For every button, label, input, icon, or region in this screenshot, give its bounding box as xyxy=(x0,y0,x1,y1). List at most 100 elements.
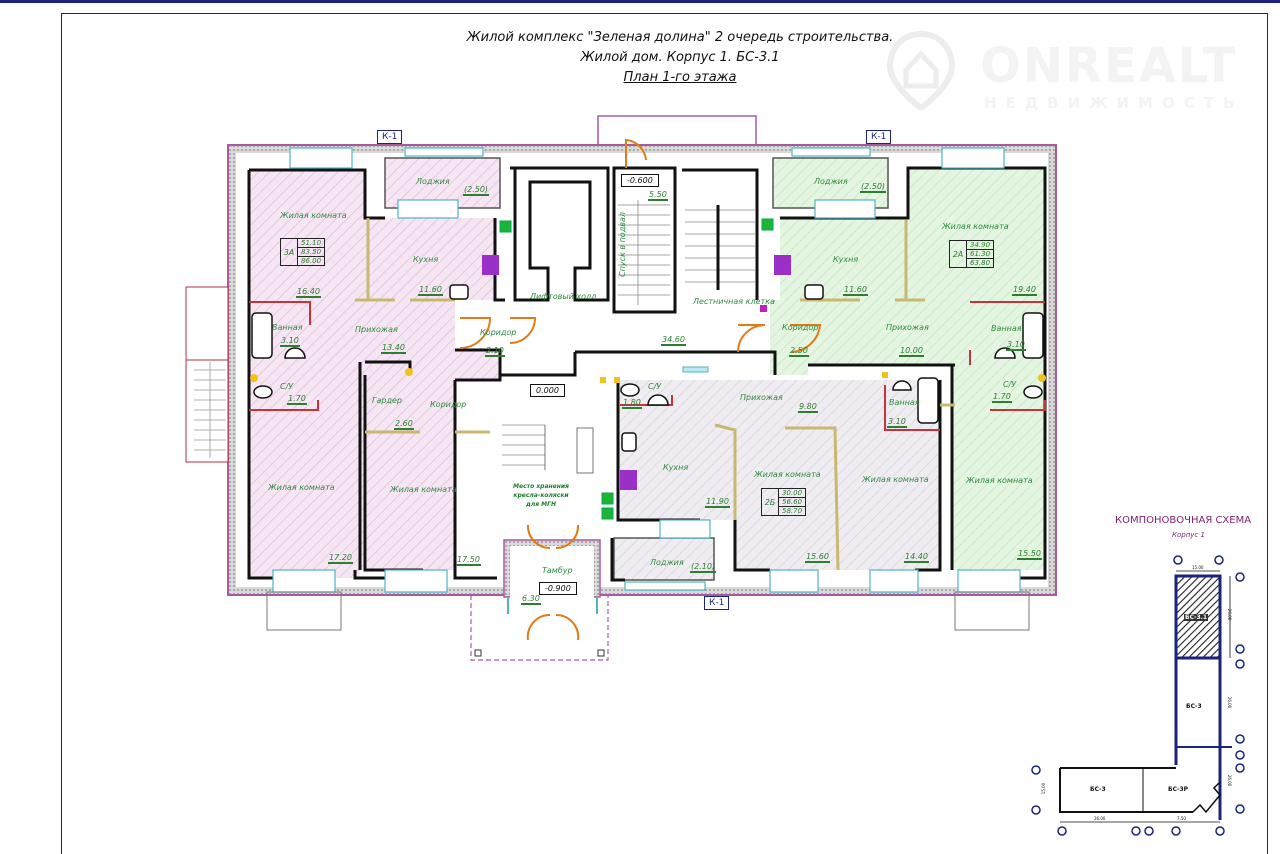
room-name: Кухня xyxy=(833,255,859,264)
stove-icon xyxy=(620,470,637,490)
room-name: Жилая комната xyxy=(862,475,929,484)
external-stair xyxy=(185,286,229,463)
room-area: 10.00 xyxy=(899,346,924,357)
total-area: 83.50 xyxy=(298,248,325,257)
room-area: 9.80 xyxy=(798,402,818,413)
title-line-1: Жилой комплекс "Зеленая долина" 2 очеред… xyxy=(466,30,894,45)
room-name: Спуск в подвал xyxy=(618,212,627,277)
fixtures xyxy=(250,218,1046,520)
scheme-block-label: БС-3 xyxy=(1186,703,1202,710)
balcony xyxy=(954,591,1030,631)
scheme-block-label: БС-3 xyxy=(1090,786,1106,793)
riser-icon xyxy=(614,377,620,383)
riser-icon xyxy=(882,372,888,378)
room-name: Ванная xyxy=(991,324,1022,333)
watermark-brand: ONREALT xyxy=(980,38,1238,94)
total-area-with-loggia: 63.80 xyxy=(970,259,991,267)
total-area-with-loggia: 86.00 xyxy=(301,257,322,265)
wet-area-walls xyxy=(249,301,1046,431)
interior-walls xyxy=(247,166,1047,582)
riser-icon xyxy=(405,368,413,376)
sink-icon xyxy=(647,394,669,406)
room-area: 19.40 xyxy=(1012,285,1037,296)
room-name: Жилая комната xyxy=(280,211,347,220)
room-name: Жилая комната xyxy=(268,483,335,492)
room-area: 11.60 xyxy=(418,285,443,296)
room-name: Прихожая xyxy=(355,325,398,334)
total-area-with-loggia: 58.70 xyxy=(782,507,803,515)
room-area: (2.10) xyxy=(690,562,717,573)
room-area: 2.10 xyxy=(485,346,505,357)
living-area: 30.00 xyxy=(779,489,806,498)
sink-icon xyxy=(892,380,912,391)
room-name: Коридор xyxy=(480,328,517,337)
room-name: Жилая комната xyxy=(942,222,1009,231)
canopy-post xyxy=(597,649,605,657)
room-name: Жилая комната xyxy=(966,476,1033,485)
bathtub-icon xyxy=(251,312,273,359)
riser-icon xyxy=(1038,374,1046,382)
room-name: Лестничная клетка xyxy=(693,297,775,306)
vent-icon xyxy=(601,492,614,505)
room-area: 2.60 xyxy=(394,419,414,430)
apartment-code: 3А xyxy=(281,239,298,265)
section-mark-k1: К-1 xyxy=(866,130,892,144)
room-name: Лифтовый холл xyxy=(530,292,597,301)
sink-icon xyxy=(284,347,306,359)
vent-icon xyxy=(601,507,614,520)
balcony xyxy=(266,591,342,631)
note-line: для МГН xyxy=(526,501,556,508)
scheme-dimension: 26.00 xyxy=(1227,696,1233,709)
room-area: 2.50 xyxy=(789,346,809,357)
vent-icon xyxy=(761,218,774,231)
stove-icon xyxy=(774,255,791,275)
riser-icon xyxy=(600,377,606,383)
room-name: Жилая комната xyxy=(390,485,457,494)
stove-icon xyxy=(482,255,499,275)
room-name: Лоджия xyxy=(814,177,848,186)
room-area: 3.10 xyxy=(280,336,300,347)
vestibule-canopy xyxy=(470,595,609,661)
room-area: 34.60 xyxy=(661,335,686,346)
room-name: Ванная xyxy=(889,398,920,407)
scheme-block-label: БС-3.1 xyxy=(1184,614,1209,621)
bathtub-icon xyxy=(1022,312,1044,359)
room-name: Коридор xyxy=(430,400,467,409)
basement-stair xyxy=(618,200,670,305)
kitchen-sink-icon xyxy=(621,432,637,452)
room-name: С/У xyxy=(1003,380,1017,389)
entrance-canopy xyxy=(597,115,757,145)
doors xyxy=(459,138,822,641)
room-area: 15.60 xyxy=(805,552,830,563)
vent-icon xyxy=(499,220,512,233)
mgn-storage-note: Место хранения кресла-коляски для МГН xyxy=(505,482,577,509)
room-area: 5.50 xyxy=(648,190,668,201)
room-area: 17.50 xyxy=(456,555,481,566)
bathtub-icon xyxy=(917,377,939,424)
watermark: ONREALT НЕДВИЖИМОСТЬ xyxy=(880,28,1260,118)
note-line: кресла-коляски xyxy=(513,492,569,499)
room-area: 16.40 xyxy=(296,287,321,298)
stairwell-stair xyxy=(685,205,755,290)
watermark-tagline: НЕДВИЖИМОСТЬ xyxy=(984,94,1244,112)
apartment-code: 2Б xyxy=(762,489,779,515)
room-name: Жилая комната xyxy=(754,470,821,479)
loggia-2b xyxy=(613,537,715,581)
panel-icon xyxy=(760,305,767,312)
scheme-block-label: БС-3Р xyxy=(1168,786,1189,793)
room-name: Ванная xyxy=(272,323,303,332)
living-area: 51.10 xyxy=(298,239,325,248)
room-area: (2.50) xyxy=(463,185,490,196)
room-area: 3.10 xyxy=(1006,340,1026,351)
room-name: Тамбур xyxy=(542,566,573,575)
partitions xyxy=(355,218,955,571)
level-mark-vestibule: -0.900 xyxy=(539,582,577,595)
kitchen-sink-icon xyxy=(449,284,469,300)
section-mark-k1: К-1 xyxy=(704,596,730,610)
room-area: 17.20 xyxy=(328,553,353,564)
entry-stair xyxy=(502,424,594,474)
room-name: Прихожая xyxy=(740,393,783,402)
room-area: 3.10 xyxy=(887,417,907,428)
level-mark-basement: -0.600 xyxy=(621,174,659,187)
